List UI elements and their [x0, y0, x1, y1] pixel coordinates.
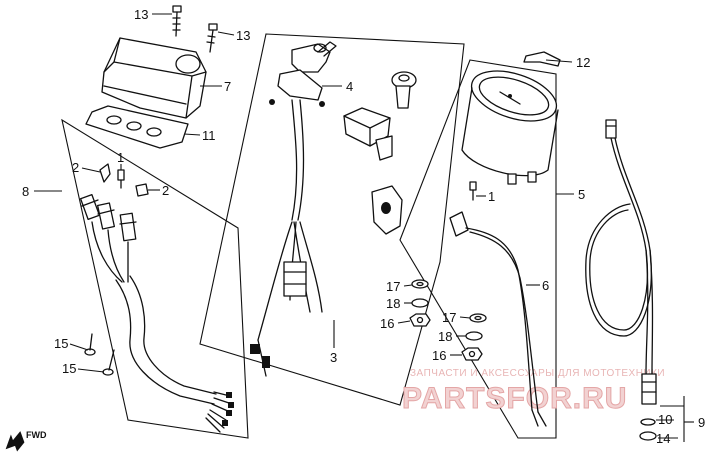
washer-17-lower	[469, 313, 487, 323]
panel-main-switch	[199, 33, 465, 406]
callout-5: 5	[578, 187, 585, 202]
callout-9: 9	[698, 415, 705, 430]
callout-15-lower: 15	[62, 361, 76, 376]
callout-12: 12	[576, 55, 590, 70]
bolt-13-right	[206, 23, 218, 53]
panel-indicator-assembly	[61, 118, 249, 439]
callout-17-lower: 17	[442, 310, 456, 325]
callout-16-lower: 16	[432, 348, 446, 363]
callout-8: 8	[22, 184, 29, 199]
watermark-caption: ЗАПЧАСТИ И АКСЕССУАРЫ ДЛЯ МОТОТЕХНИКИ	[410, 368, 665, 379]
svg-text:FWD: FWD	[26, 430, 47, 440]
screw-1-left	[117, 169, 125, 189]
gasket	[85, 105, 189, 149]
callout-18-lower: 18	[438, 329, 452, 344]
callout-3: 3	[330, 350, 337, 365]
bolt-13-left	[172, 5, 182, 37]
washer-18-lower	[465, 331, 483, 341]
indicator-housing	[101, 37, 207, 119]
leader-lines	[34, 13, 694, 442]
speedometer-gauge	[461, 70, 559, 185]
washer-18-upper	[411, 298, 429, 308]
nut-16-upper	[409, 313, 431, 327]
callout-7: 7	[224, 79, 231, 94]
callout-11: 11	[202, 128, 216, 143]
callout-2-left: 2	[72, 160, 79, 175]
screw-15-upper	[84, 333, 96, 356]
callout-6: 6	[542, 278, 549, 293]
callout-labels: 13 13 7 11 8 2 1 2 15 15 4 3 12 5 1 6 17…	[22, 7, 705, 446]
callout-1-left: 1	[117, 150, 124, 165]
key-cap	[391, 71, 417, 109]
grommet-2-right	[135, 183, 149, 197]
grommet-2-left	[99, 163, 111, 183]
screw-1-right	[469, 181, 477, 201]
callout-10: 10	[658, 412, 672, 427]
watermark-logo: PARTSFOR.RU	[402, 382, 627, 415]
callout-13-left: 13	[134, 7, 148, 22]
callout-18-upper: 18	[386, 296, 400, 311]
callout-13-right: 13	[236, 28, 250, 43]
speedometer-light-wire	[449, 211, 547, 427]
callout-15-upper: 15	[54, 336, 68, 351]
callout-4: 4	[346, 79, 353, 94]
callout-2-right: 2	[162, 183, 169, 198]
indicator-harness	[79, 193, 234, 433]
switch-cable	[250, 99, 323, 377]
lens-ring	[523, 51, 561, 67]
speedometer-cable	[585, 119, 657, 441]
callout-1-right: 1	[488, 189, 495, 204]
callout-17-upper: 17	[386, 279, 400, 294]
panel-speedometer	[399, 59, 557, 439]
callout-16-upper: 16	[380, 316, 394, 331]
ignition-switch	[269, 41, 337, 107]
nut-16-lower	[461, 347, 483, 361]
callout-14: 14	[656, 431, 670, 446]
washer-17-upper	[411, 279, 429, 289]
bracket	[371, 185, 403, 235]
screw-15-lower	[102, 349, 115, 376]
fwd-arrow-icon: FWD	[5, 430, 47, 452]
relay-box	[343, 107, 393, 161]
